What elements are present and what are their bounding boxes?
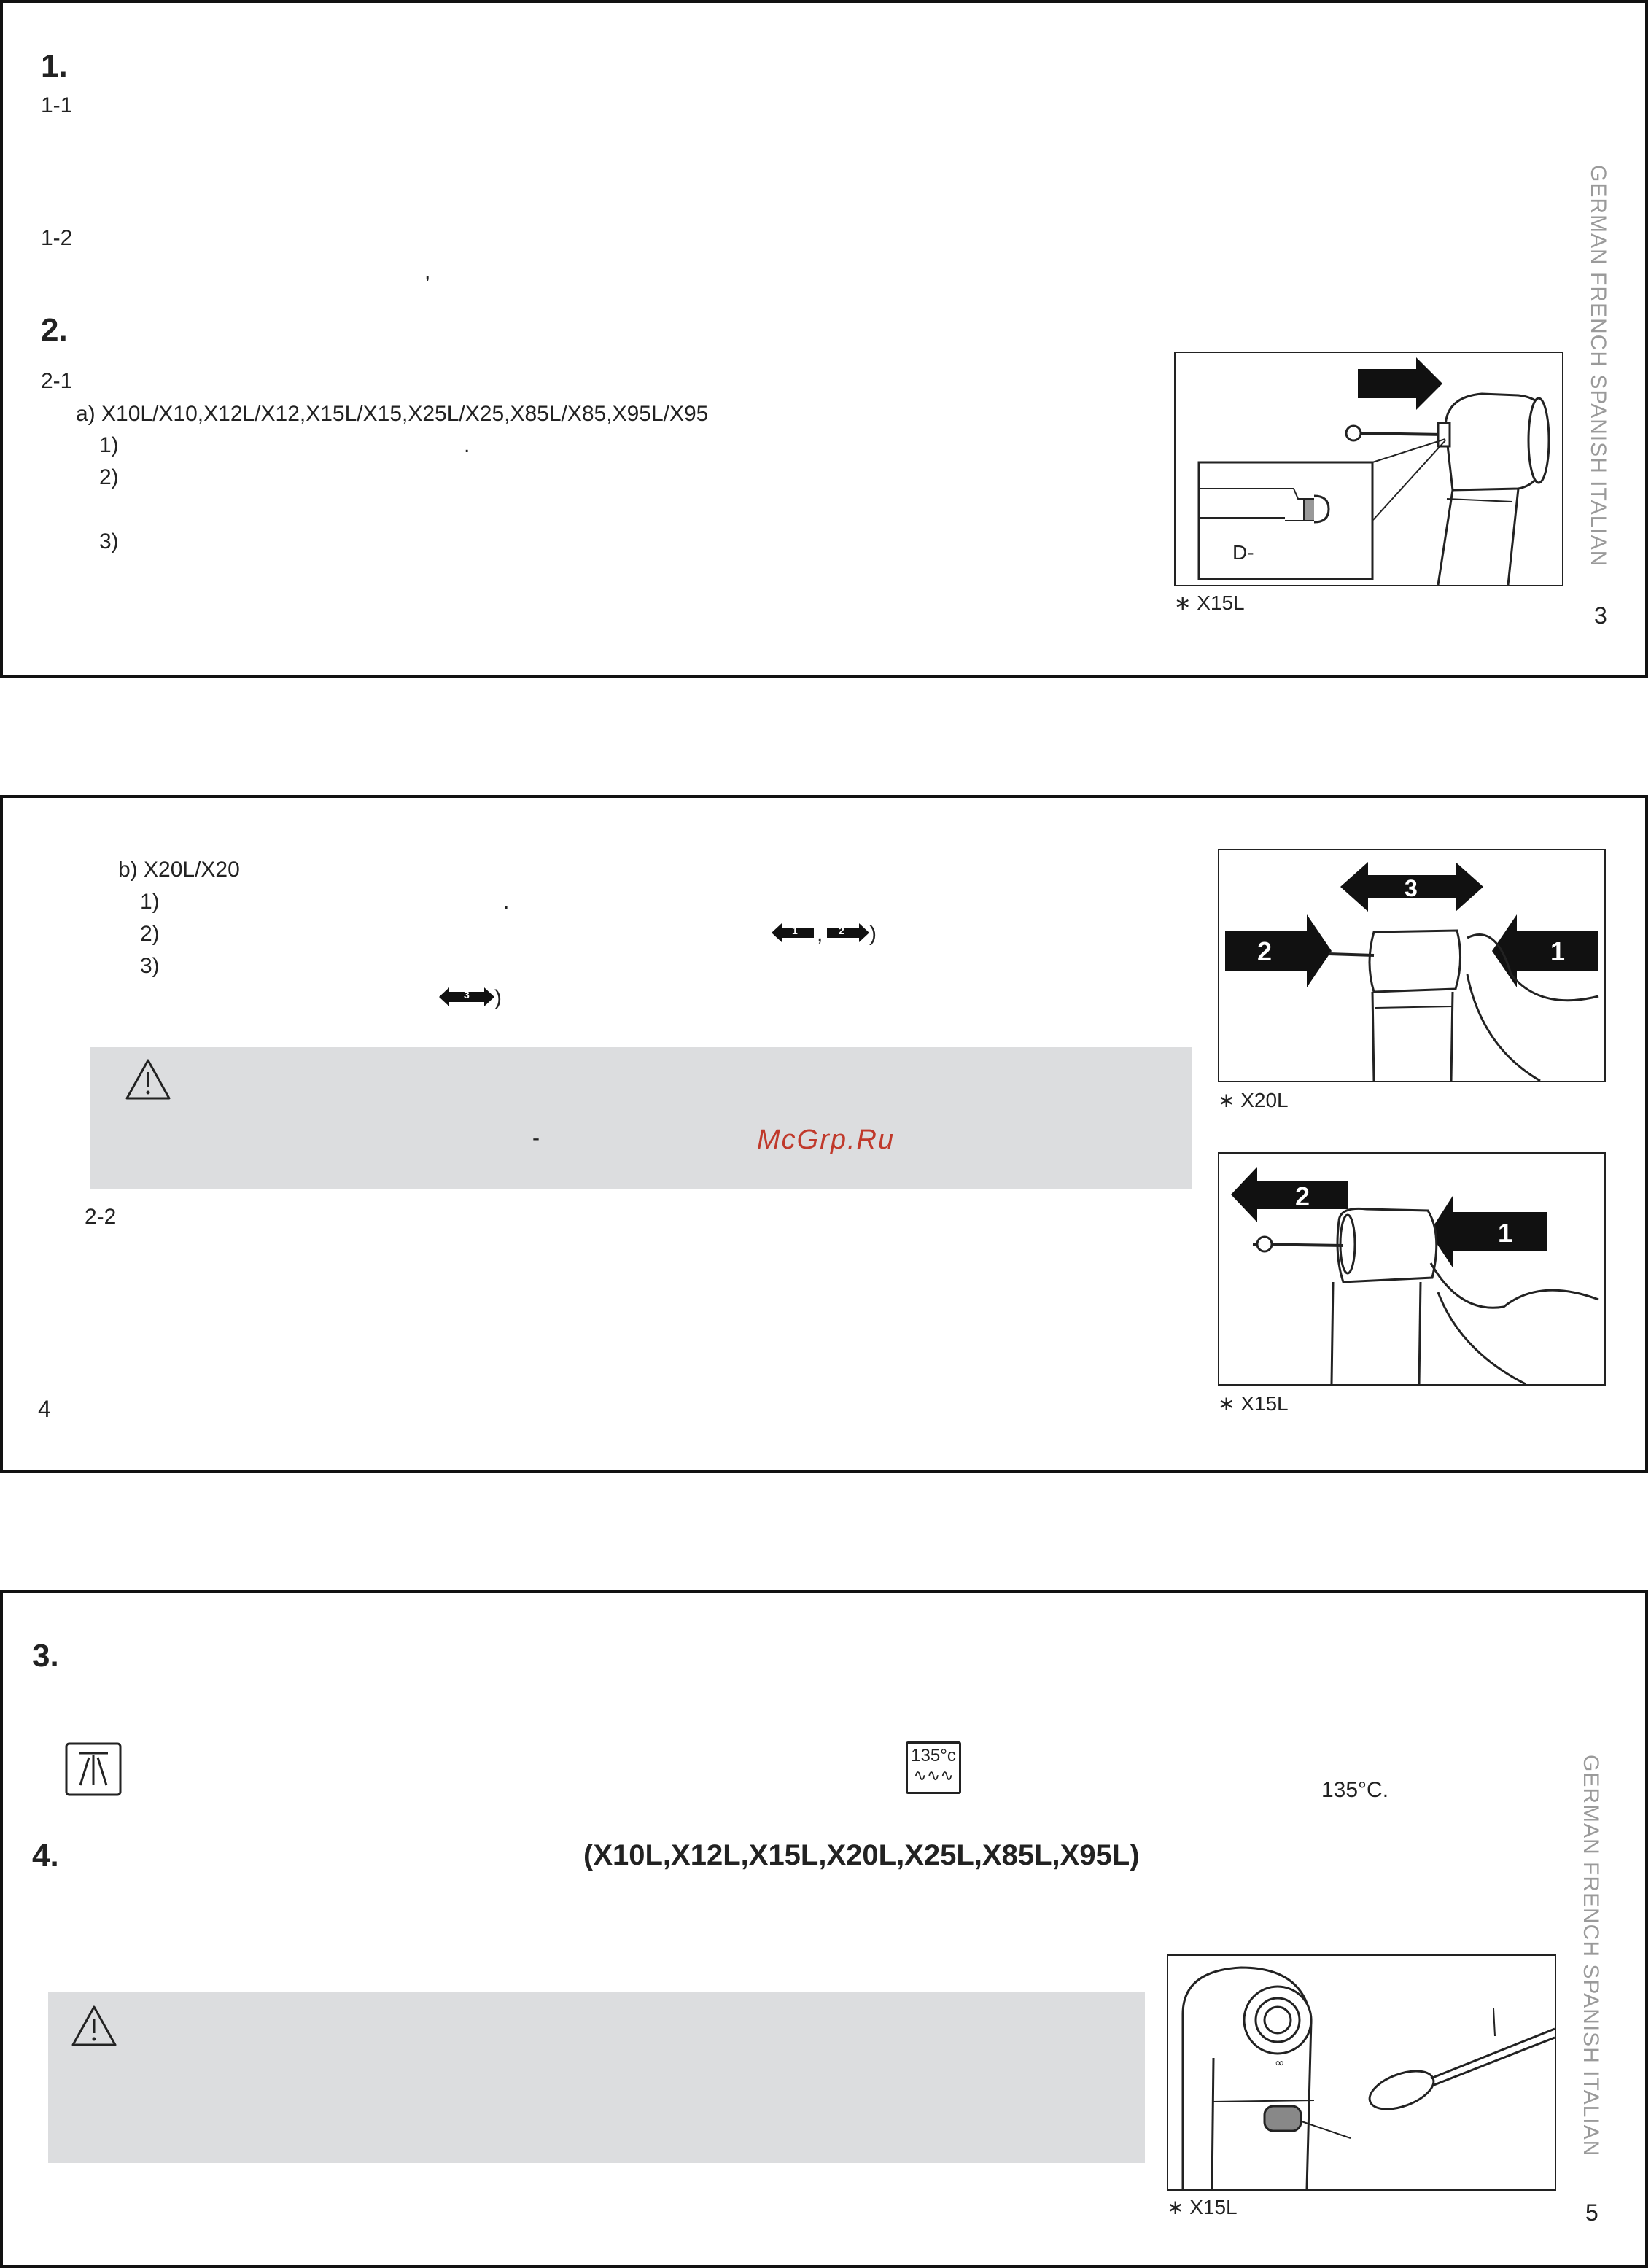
page-number: 5 — [1585, 2199, 1598, 2226]
subsection-1-2: 1-2 — [41, 226, 73, 250]
watermark: McGrp.Ru — [757, 1125, 896, 1155]
arrow-label-1: 1 — [792, 925, 798, 936]
step-1-period: . — [464, 433, 470, 457]
page-number: 3 — [1594, 602, 1607, 629]
arrow-1-icon — [1429, 1196, 1547, 1267]
svg-text:∞: ∞ — [1275, 2056, 1284, 2070]
step-1: 1) — [99, 433, 119, 457]
washer-disinfector-icon — [65, 1742, 122, 1796]
step-2-close: ) — [869, 922, 877, 946]
arrow-2-icon — [1225, 914, 1332, 987]
subsection-2-2: 2-2 — [85, 1205, 117, 1229]
figure-caption-x20l: ∗ X20L — [1218, 1089, 1289, 1111]
fig2-label-1: 1 — [1498, 1218, 1513, 1248]
section-4-models: (X10L,X12L,X15L,X20L,X25L,X85L,X95L) — [583, 1839, 1140, 1871]
step-3: 3) — [99, 529, 119, 554]
figure-bur-insertion: D- — [1174, 352, 1563, 586]
arrow-right-2-icon — [827, 923, 869, 942]
figure-x20l-bur-change: 3 2 1 — [1218, 849, 1606, 1082]
arrow-3-icon — [1340, 862, 1483, 912]
figure-caption: ∗ X15L — [1167, 2196, 1238, 2218]
language-side-tab: GERMAN FRENCH SPANISH ITALIAN — [1579, 1755, 1603, 2157]
warning-triangle-icon — [71, 2005, 117, 2046]
step-2: 2) — [140, 922, 160, 946]
fig1-label-3: 3 — [1405, 875, 1418, 901]
temperature-text: 135°C. — [1321, 1778, 1389, 1802]
warning-box — [48, 1992, 1145, 2163]
figure-x15l-bur-removal: 2 1 — [1218, 1152, 1606, 1386]
step-1-period: . — [503, 890, 510, 914]
warning-box: - McGrp.Ru — [90, 1047, 1192, 1189]
push-arrow-icon — [1358, 357, 1442, 410]
figure-caption-x15l: ∗ X15L — [1218, 1392, 1289, 1415]
figure-x15l-cleaning: ∞ — [1167, 1954, 1556, 2191]
arrow-both-3-icon — [439, 987, 494, 1006]
page-5: 3. 135°c ∿∿∿ 135°C. 4. (X10L,X12L,X15L,X… — [0, 1590, 1648, 2268]
inset-label: D- — [1232, 541, 1254, 564]
fig2-label-2: 2 — [1295, 1181, 1310, 1211]
arrow-left-1-icon — [772, 923, 814, 942]
section-1-heading: 1. — [41, 48, 68, 84]
models-list-a: a) X10L/X10,X12L/X12,X15L/X15,X25L/X25,X… — [76, 402, 709, 426]
page-3: 1. 1-1 1-2 , 2. 2-1 a) X10L/X10,X12L/X12… — [0, 0, 1648, 678]
page-4: b) X20L/X20 1) . 2) 3) 1 , 2 ) 3 ) - McG… — [0, 795, 1648, 1473]
subsection-2-1: 2-1 — [41, 369, 73, 393]
arrow-label-2: 2 — [839, 925, 844, 936]
page-number: 4 — [38, 1396, 51, 1422]
step-3-close: ) — [494, 986, 502, 1010]
warning-triangle-icon — [125, 1059, 171, 1100]
step-3: 3) — [140, 954, 160, 978]
arrow-separator: , — [817, 922, 823, 946]
language-side-tab: GERMAN FRENCH SPANISH ITALIAN — [1586, 165, 1610, 567]
step-2: 2) — [99, 465, 119, 489]
arrow-1-icon — [1492, 914, 1598, 987]
section-2-heading: 2. — [41, 312, 68, 348]
subsection-1-1: 1-1 — [41, 93, 73, 117]
arrow-label-3: 3 — [464, 989, 470, 1001]
section-3-heading: 3. — [32, 1638, 59, 1674]
figure-caption: ∗ X15L — [1174, 591, 1245, 614]
fig1-label-2: 2 — [1257, 936, 1273, 966]
arrow-2-icon — [1231, 1167, 1348, 1222]
autoclave-135-icon: 135°c ∿∿∿ — [906, 1741, 961, 1794]
comma-mark: , — [424, 260, 431, 284]
step-1: 1) — [140, 890, 160, 914]
section-4-heading: 4. — [32, 1838, 59, 1873]
fig1-label-1: 1 — [1550, 936, 1566, 966]
models-list-b: b) X20L/X20 — [118, 858, 240, 882]
warning-hyphen: - — [532, 1126, 540, 1150]
